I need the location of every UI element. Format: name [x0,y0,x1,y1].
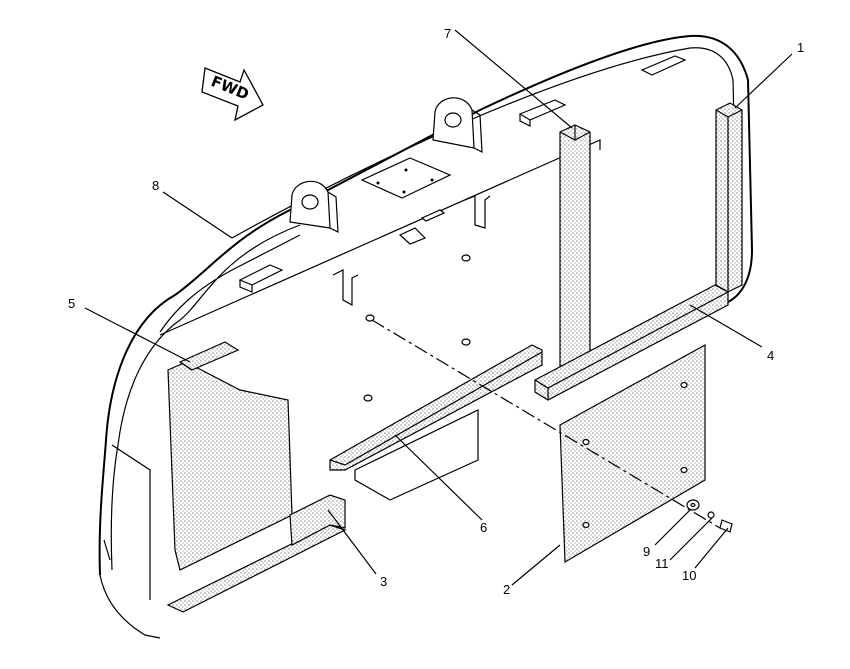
callout-5: 5 [68,296,75,311]
pad-7 [559,124,591,376]
washer-9 [686,499,700,511]
fwd-arrow: FWD [201,67,264,122]
callout-1: 1 [797,40,804,55]
assembly-centerline [371,319,721,529]
callout-7: 7 [444,26,451,41]
callout-6: 6 [480,520,487,535]
pad-6 [329,344,543,501]
pad-4 [534,284,729,401]
pad-1 [715,102,743,293]
pad-3 [166,494,347,613]
callout-2: 2 [503,582,510,597]
lifting-eye-right [432,97,483,153]
callout-labels: 1 2 3 4 5 6 7 8 9 10 11 [68,26,804,597]
callout-8: 8 [152,178,159,193]
callout-11: 11 [655,556,669,571]
callout-3: 3 [380,574,387,589]
mounting-blocks [238,55,687,307]
plate-2 [559,343,706,564]
callout-9: 9 [643,544,650,559]
leader-lines [84,29,793,586]
nut-11 [707,511,715,519]
callout-10: 10 [682,568,696,583]
panel-studs [363,254,471,402]
callout-4: 4 [767,348,774,363]
access-cover [360,157,452,199]
lifting-eye-left [289,180,339,233]
bolt-10 [719,519,733,533]
pad-5 [167,341,293,571]
